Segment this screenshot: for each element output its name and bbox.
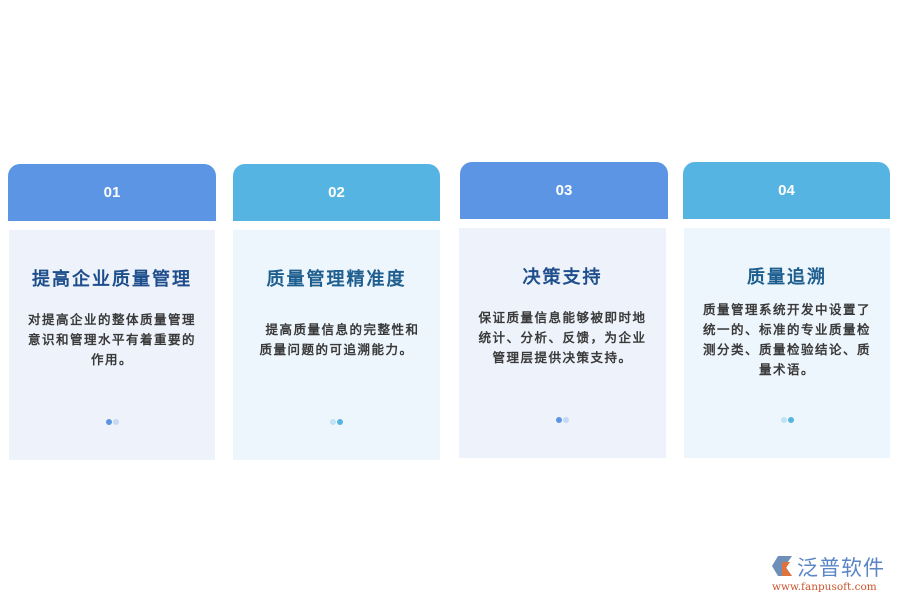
dot-active <box>787 417 794 423</box>
card-4-number: 04 <box>778 182 795 199</box>
card-2-body: 质量管理精准度 提高质量信息的完整性和 质量问题的可追溯能力。 <box>233 230 440 460</box>
dot-active <box>337 419 343 425</box>
card-2-pagination-dots <box>233 419 440 425</box>
dot-inactive <box>563 417 569 423</box>
dot-active <box>556 417 562 423</box>
card-4-pagination-dots <box>684 417 890 423</box>
card-1-title: 提高企业质量管理 <box>32 269 192 290</box>
card-4-title: 质量追溯 <box>747 267 827 288</box>
card-2-description: 提高质量信息的完整性和 质量问题的可追溯能力。 <box>259 322 420 357</box>
fanpu-logo-icon <box>772 556 792 576</box>
logo-name: 泛普软件 <box>797 556 885 580</box>
card-1-description: 对提高企业的整体质量管理 意识和管理水平有着重要的 作用。 <box>27 312 196 367</box>
card-3-body: 决策支持 保证质量信息能够被即时地 统计、分析、反馈，为企业 管理层提供决策支持… <box>459 228 666 458</box>
card-3-number: 03 <box>555 182 573 199</box>
card-4-header: 04 <box>683 162 890 219</box>
card-3-pagination-dots <box>459 417 666 423</box>
dot-inactive <box>780 417 787 423</box>
logo-url: www.fanpusoft.com <box>772 581 877 593</box>
card-2-title: 质量管理精准度 <box>266 269 407 290</box>
card-1-pagination-dots <box>9 419 215 425</box>
card-2-header: 02 <box>233 164 440 221</box>
card-1-number: 01 <box>103 184 121 201</box>
dot-inactive <box>112 419 119 425</box>
dot-active <box>105 419 112 425</box>
card-1-body: 提高企业质量管理 对提高企业的整体质量管理 意识和管理水平有着重要的 作用。 <box>9 230 215 460</box>
card-1-header: 01 <box>8 164 216 221</box>
card-3-description: 保证质量信息能够被即时地 统计、分析、反馈，为企业 管理层提供决策支持。 <box>478 310 647 365</box>
card-3-header: 03 <box>460 162 668 219</box>
card-3-title: 决策支持 <box>522 267 603 288</box>
dot-inactive <box>330 419 336 425</box>
card-2-number: 02 <box>328 184 345 201</box>
fanpu-logo: 泛普软件 www.fanpusoft.com <box>770 552 895 597</box>
card-4-body: 质量追溯 质量管理系统开发中设置了 统一的、标准的专业质量检 测分类、质量检验结… <box>684 228 890 458</box>
card-4-description: 质量管理系统开发中设置了 统一的、标准的专业质量检 测分类、质量检验结论、质 量… <box>702 302 871 377</box>
